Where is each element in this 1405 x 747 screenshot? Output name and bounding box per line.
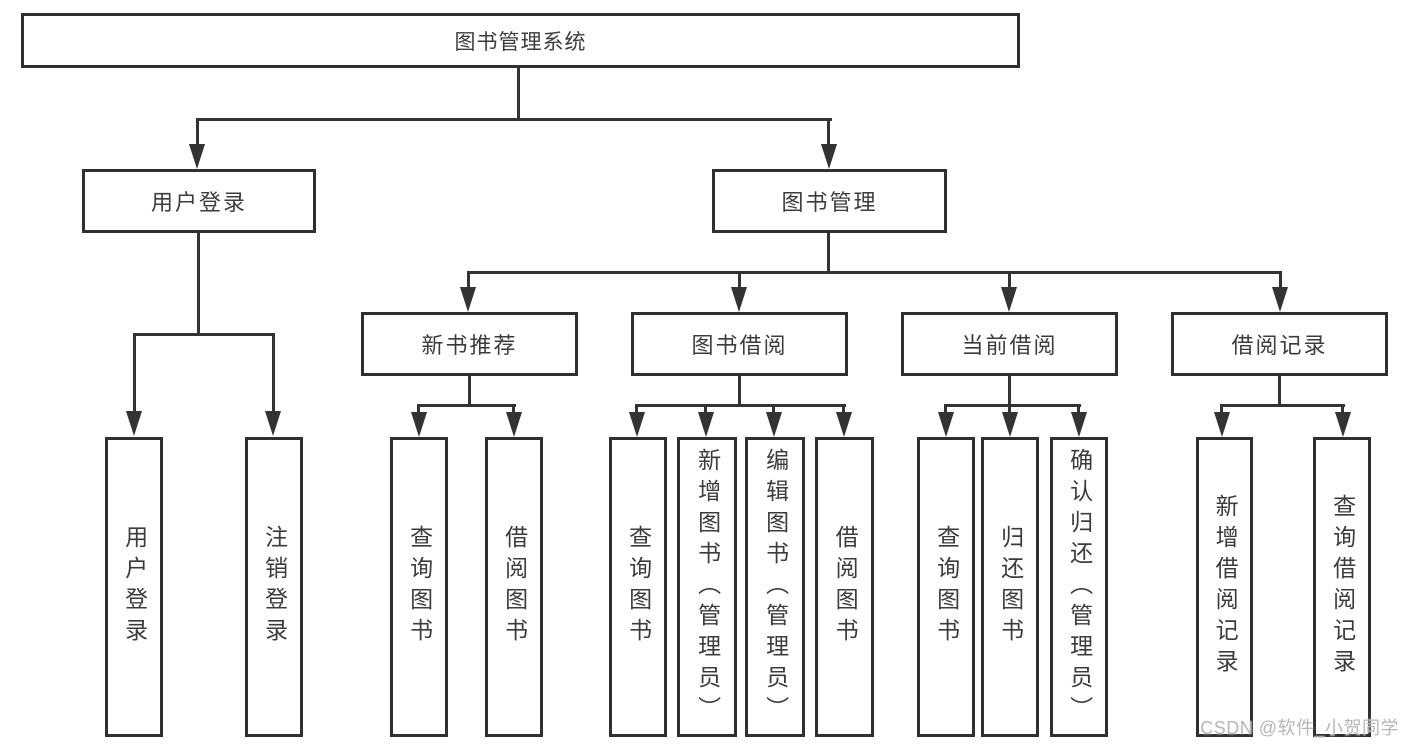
connector-stem xyxy=(1341,404,1344,415)
leaf-return-books: 归还图书 xyxy=(981,437,1039,737)
watermark: CSDN @软件_小贺同学 xyxy=(1200,718,1399,738)
node-user-login: 用户登录 xyxy=(82,169,316,233)
node-label: 图书借阅 xyxy=(691,333,788,358)
arrow-down-icon xyxy=(1002,412,1018,437)
arrow-down-icon xyxy=(506,412,522,437)
connector-stem xyxy=(1008,404,1011,415)
arrow-down-icon xyxy=(1071,412,1087,437)
arrow-down-icon xyxy=(189,144,205,169)
connector-stem xyxy=(272,333,275,413)
arrow-down-icon xyxy=(1214,412,1230,437)
connector-stem xyxy=(1279,271,1282,289)
connector-stem xyxy=(827,118,830,146)
connector-branch-line xyxy=(417,404,516,407)
leaf-label: 新增借阅记录 xyxy=(1212,494,1239,680)
leaf-label: 新增图书（管理员） xyxy=(694,447,721,727)
connector-stem xyxy=(467,271,470,289)
arrow-down-icon xyxy=(1001,287,1017,312)
arrow-down-icon xyxy=(836,412,852,437)
leaf-label: 查询图书 xyxy=(406,525,433,649)
arrow-down-icon xyxy=(126,411,142,436)
node-borrowing-records: 借阅记录 xyxy=(1171,312,1388,376)
leaf-label: 查询借阅记录 xyxy=(1329,494,1356,680)
connector-stem xyxy=(468,376,471,406)
leaf-borrow-books: 借阅图书 xyxy=(815,437,874,737)
connector-stem xyxy=(944,404,947,415)
connector-stem xyxy=(772,404,775,415)
connector-stem xyxy=(842,404,845,415)
connector-stem xyxy=(512,404,515,415)
connector-stem xyxy=(1008,271,1011,289)
connector-branch-line xyxy=(635,404,846,407)
node-book-management: 图书管理 xyxy=(712,169,947,233)
connector-stem xyxy=(1278,376,1281,406)
arrow-down-icon xyxy=(731,287,747,312)
leaf-label: 借阅图书 xyxy=(501,525,528,649)
connector-stem xyxy=(417,404,420,415)
connector-stem xyxy=(827,233,830,274)
connector-stem xyxy=(1220,404,1223,415)
arrow-down-icon xyxy=(938,412,954,437)
leaf-label: 归还图书 xyxy=(997,525,1024,649)
leaf-user-login: 用户登录 xyxy=(105,437,163,737)
node-book-borrowing: 图书借阅 xyxy=(631,312,848,376)
node-current-borrowing: 当前借阅 xyxy=(901,312,1118,376)
leaf-logout: 注销登录 xyxy=(245,437,303,737)
arrow-down-icon xyxy=(821,144,837,169)
leaf-query-books: 查询图书 xyxy=(609,437,667,737)
leaf-confirm-return-admin: 确认归还（管理员） xyxy=(1050,437,1108,737)
arrow-down-icon xyxy=(265,411,281,436)
connector-branch-line xyxy=(944,404,1081,407)
connector-stem xyxy=(197,233,200,336)
arrow-down-icon xyxy=(766,412,782,437)
leaf-label: 查询图书 xyxy=(625,525,652,649)
leaf-label: 用户登录 xyxy=(121,525,148,649)
leaf-query-borrow-record: 查询借阅记录 xyxy=(1313,437,1371,737)
connector-stem xyxy=(738,376,741,406)
node-label: 图书管理 xyxy=(781,190,878,215)
connector-branch-line xyxy=(467,271,1282,274)
connector-stem xyxy=(635,404,638,415)
leaf-label: 注销登录 xyxy=(261,525,288,649)
leaf-query-books: 查询图书 xyxy=(917,437,975,737)
leaf-add-book-admin: 新增图书（管理员） xyxy=(677,437,737,737)
connector-branch-line xyxy=(196,118,832,121)
node-label: 当前借阅 xyxy=(961,333,1058,358)
arrow-down-icon xyxy=(629,412,645,437)
leaf-borrow-books: 借阅图书 xyxy=(485,437,543,737)
node-label: 新书推荐 xyxy=(421,333,518,358)
node-label: 用户登录 xyxy=(150,190,247,215)
leaf-edit-book-admin: 编辑图书（管理员） xyxy=(745,437,805,737)
leaf-query-books: 查询图书 xyxy=(390,437,448,737)
connector-stem xyxy=(738,271,741,289)
leaf-add-borrow-record: 新增借阅记录 xyxy=(1196,437,1253,737)
leaf-label: 借阅图书 xyxy=(832,525,859,649)
connector-stem xyxy=(1008,376,1011,406)
connector-stem xyxy=(517,68,520,120)
arrow-down-icon xyxy=(460,287,476,312)
arrow-down-icon xyxy=(1272,287,1288,312)
connector-stem xyxy=(704,404,707,415)
connector-stem xyxy=(133,333,136,413)
node-new-book-recommendation: 新书推荐 xyxy=(361,312,578,376)
connector-stem xyxy=(196,118,199,146)
node-label: 借阅记录 xyxy=(1231,333,1328,358)
leaf-label: 编辑图书（管理员） xyxy=(762,447,789,727)
connector-stem xyxy=(1077,404,1080,415)
node-library-management-system: 图书管理系统 xyxy=(21,13,1020,68)
leaf-label: 查询图书 xyxy=(933,525,960,649)
arrow-down-icon xyxy=(1335,412,1351,437)
connector-branch-line xyxy=(1220,404,1345,407)
arrow-down-icon xyxy=(411,412,427,437)
arrow-down-icon xyxy=(698,412,714,437)
leaf-label: 确认归还（管理员） xyxy=(1066,447,1093,727)
node-label: 图书管理系统 xyxy=(454,30,587,54)
connector-branch-line xyxy=(133,333,275,336)
